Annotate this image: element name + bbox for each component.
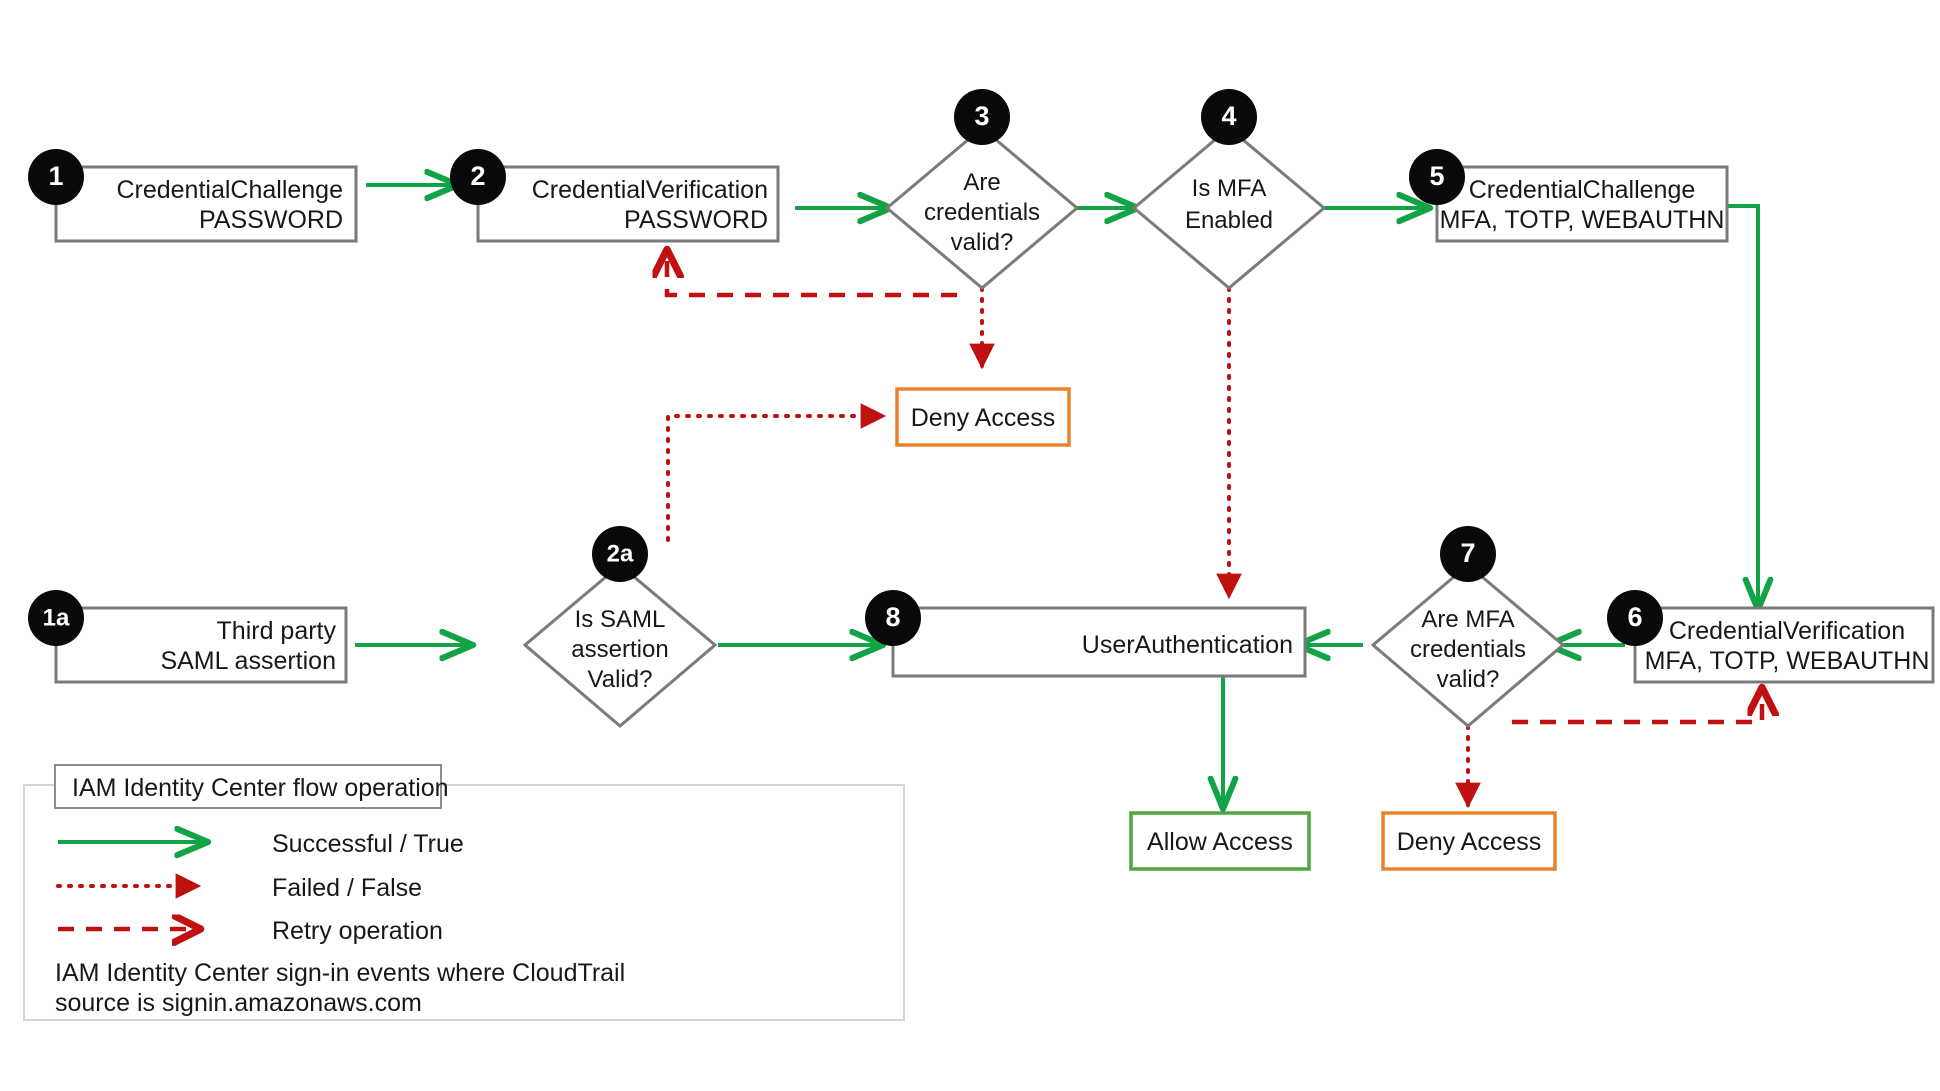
node-2a-badge-text: 2a: [607, 540, 634, 567]
node-2a-label-line3: Valid?: [588, 666, 653, 693]
deny-access-bottom-box[interactable]: [1381, 811, 1557, 871]
legend-frame: [23, 784, 905, 1021]
node-8-badge-text: 8: [885, 602, 900, 632]
node-1-credential-challenge-password[interactable]: CredentialChallenge PASSWORD 1: [28, 149, 358, 243]
node-4-label-line1: Is MFA: [1192, 175, 1267, 202]
node-2-label-line2: PASSWORD: [624, 206, 768, 234]
node-5-credential-challenge-mfa[interactable]: CredentialChallenge MFA, TOTP, WEBAUTHN …: [1409, 149, 1729, 243]
terminal-deny-access-bottom[interactable]: Deny Access: [1381, 811, 1557, 871]
node-2-badge: [450, 149, 506, 205]
node-4-badge-text: 4: [1221, 101, 1236, 131]
node-1-box[interactable]: [54, 165, 358, 243]
node-6-label-line2: MFA, TOTP, WEBAUTHN: [1645, 647, 1930, 675]
node-3-badge-text: 3: [974, 101, 989, 131]
node-2-credential-verification-password[interactable]: CredentialVerification PASSWORD 2: [450, 149, 780, 243]
deny-access-top-label: Deny Access: [911, 404, 1056, 432]
node-2-label-line1: CredentialVerification: [532, 176, 768, 204]
allow-access-box[interactable]: [1129, 811, 1311, 871]
legend-title-box: [54, 764, 442, 809]
legend-item-failed: Failed / False: [56, 873, 422, 902]
node-1a-label-line2: SAML assertion: [160, 647, 336, 675]
node-2-badge-text: 2: [470, 161, 485, 191]
node-8-label-line1: UserAuthentication: [1082, 631, 1293, 659]
node-4-is-mfa-enabled[interactable]: Is MFA Enabled 4: [1131, 89, 1327, 290]
node-1a-third-party-saml-assertion[interactable]: Third party SAML assertion 1a: [28, 590, 348, 684]
node-2a-label-line1: Is SAML: [575, 606, 666, 633]
deny-access-top-box[interactable]: [895, 387, 1071, 447]
node-7-badge: [1440, 526, 1496, 582]
legend-retry-label: Retry operation: [272, 917, 443, 945]
node-1a-label-line1: Third party: [217, 617, 337, 645]
node-7-are-mfa-credentials-valid[interactable]: Are MFA credentials valid? 7: [1370, 526, 1566, 728]
node-4-badge: [1201, 89, 1257, 145]
node-5-label-line1: CredentialChallenge: [1469, 176, 1696, 204]
node-3-are-credentials-valid[interactable]: Are credentials valid? 3: [884, 89, 1080, 290]
node-1a-badge-text: 1a: [43, 604, 70, 631]
node-1-badge-text: 1: [48, 161, 63, 191]
edge-n3-to-n2-retry: [667, 252, 957, 298]
edge-n2a-to-deny-top: [666, 403, 887, 542]
node-1-badge: [28, 149, 84, 205]
node-2a-is-saml-assertion-valid[interactable]: Is SAML assertion Valid? 2a: [522, 526, 718, 728]
node-8-badge: [865, 590, 921, 646]
legend-failed-label: Failed / False: [272, 874, 422, 902]
legend-note-line2: source is signin.amazonaws.com: [55, 989, 422, 1017]
terminal-deny-access-top[interactable]: Deny Access: [895, 387, 1071, 447]
node-5-label-line2: MFA, TOTP, WEBAUTHN: [1440, 206, 1725, 234]
node-1a-box[interactable]: [54, 606, 348, 684]
node-2a-label-line2: assertion: [571, 636, 668, 663]
legend-success-label: Successful / True: [272, 830, 464, 858]
node-3-label-line3: valid?: [951, 229, 1014, 256]
node-5-badge: [1409, 149, 1465, 205]
node-7-label-line1: Are MFA: [1421, 606, 1514, 633]
node-4-label-line2: Enabled: [1185, 207, 1273, 234]
legend-item-successful: Successful / True: [58, 830, 464, 858]
node-3-label-line2: credentials: [924, 199, 1040, 226]
node-1-label-line1: CredentialChallenge: [116, 176, 343, 204]
edge-n7-to-n6-retry: [1512, 690, 1762, 725]
node-1-label-line2: PASSWORD: [199, 206, 343, 234]
allow-access-label: Allow Access: [1147, 828, 1293, 856]
node-2a-badge: [592, 526, 648, 582]
node-3-diamond[interactable]: [884, 126, 1080, 290]
node-7-label-line2: credentials: [1410, 636, 1526, 663]
legend: IAM Identity Center flow operation Succe…: [23, 764, 905, 1021]
node-3-badge: [954, 89, 1010, 145]
node-7-diamond[interactable]: [1370, 563, 1566, 728]
deny-access-bottom-label: Deny Access: [1397, 828, 1542, 856]
node-6-label-line1: CredentialVerification: [1669, 617, 1905, 645]
node-7-badge-text: 7: [1460, 538, 1475, 568]
edge-n5-to-n6: [1725, 204, 1758, 606]
legend-title: IAM Identity Center flow operation: [72, 774, 449, 802]
node-8-user-authentication[interactable]: UserAuthentication 8: [865, 590, 1307, 678]
node-5-badge-text: 5: [1429, 161, 1444, 191]
legend-item-retry: Retry operation: [58, 917, 443, 945]
node-6-credential-verification-mfa[interactable]: CredentialVerification MFA, TOTP, WEBAUT…: [1607, 590, 1935, 684]
legend-note-line1: IAM Identity Center sign-in events where…: [55, 959, 625, 987]
node-4-diamond[interactable]: [1131, 126, 1327, 290]
node-7-label-line3: valid?: [1437, 666, 1500, 693]
node-6-badge: [1607, 590, 1663, 646]
node-6-badge-text: 6: [1627, 602, 1642, 632]
node-1a-badge: [28, 590, 84, 646]
node-2a-diamond[interactable]: [522, 563, 718, 728]
terminal-allow-access[interactable]: Allow Access: [1129, 811, 1311, 871]
node-3-label-line1: Are: [963, 169, 1000, 196]
